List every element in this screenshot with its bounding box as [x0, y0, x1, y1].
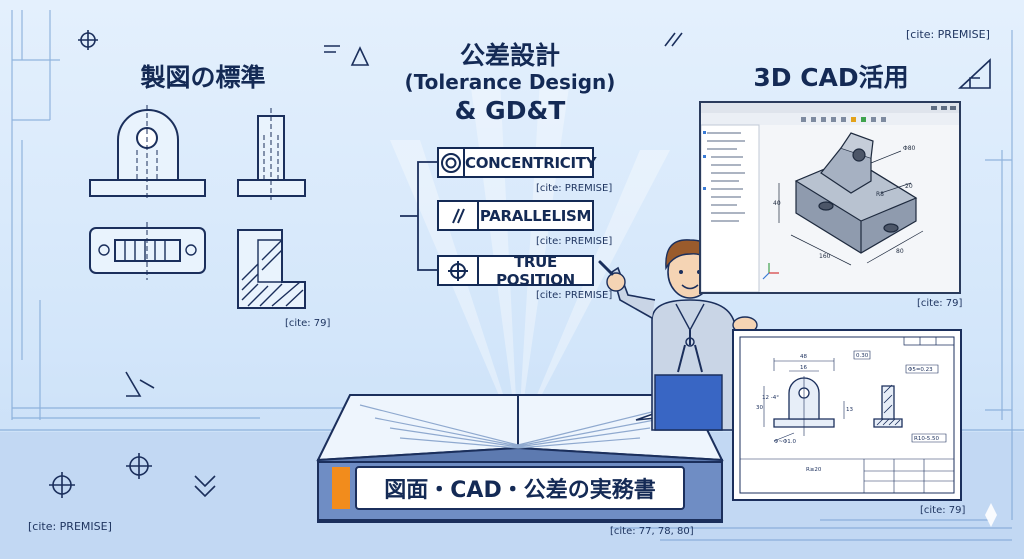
drawing-tol-2: Φ5=0.23	[908, 367, 933, 373]
cad-dim-6: 20	[905, 183, 913, 190]
gdt-row-concentricity: CONCENTRICITY	[437, 147, 597, 178]
cad-model-view: Φ80 40 R8 160 80 20	[700, 103, 959, 293]
drawing-tol-3: R10-5.50	[914, 436, 940, 442]
gdt-label: TRUE POSITION	[496, 252, 575, 289]
cad-dim-3: R8	[876, 191, 884, 198]
drawing-dim-angle: 12 -4°	[762, 395, 779, 401]
cite-drafting: [cite: 79]	[285, 318, 331, 329]
cite-true-position: [cite: PREMISE]	[536, 290, 613, 301]
gdt-row-true-position: TRUE POSITION	[437, 252, 594, 289]
gdt-heading: & GD&T	[454, 96, 566, 125]
drawing-dim-radius: R≥20	[806, 467, 822, 473]
cite-cad: [cite: 79]	[917, 298, 963, 309]
cite-bottom-left: [cite: PREMISE]	[28, 520, 112, 533]
drafting-standards-heading: 製図の標準	[140, 63, 266, 92]
tolerance-heading-jp: 公差設計	[459, 41, 560, 70]
drawing-content: 48 16 30 13 12 -4° Φ~Φ1.0 R≥20 0.30 Φ5=0…	[739, 336, 955, 494]
cad-dim-5: 80	[896, 248, 904, 255]
drawing-dim-diameter: Φ~Φ1.0	[774, 439, 797, 445]
true-position-icon	[439, 257, 479, 284]
cite-drawing: [cite: 79]	[920, 505, 966, 516]
drawing-dim-h2: 13	[846, 407, 853, 413]
cite-concentricity: [cite: PREMISE]	[536, 183, 613, 194]
cite-book: [cite: 77, 78, 80]	[610, 526, 694, 537]
cad-dim-1: Φ80	[903, 145, 916, 152]
drawing-sheet: 48 16 30 13 12 -4° Φ~Φ1.0 R≥20 0.30 Φ5=0…	[732, 329, 962, 501]
cad-heading: 3D CAD活用	[753, 63, 909, 92]
cad-dim-4: 160	[819, 253, 831, 260]
drawing-dim-w2: 16	[800, 365, 807, 371]
drawing-dim-h1: 30	[756, 405, 763, 411]
book-spine-accent	[332, 467, 350, 509]
book-title: 図面・CAD・公差の実務書	[355, 466, 685, 510]
gdt-row-parallelism: PARALLELISM	[437, 200, 594, 231]
cad-window: Φ80 40 R8 160 80 20	[699, 101, 961, 294]
concentricity-icon	[439, 149, 465, 176]
engineer-character	[598, 239, 758, 431]
drawing-dim-w1: 48	[800, 354, 807, 360]
drawing-tol-1: 0.30	[856, 353, 869, 359]
gdt-label: PARALLELISM	[479, 206, 592, 225]
parallelism-icon	[439, 202, 479, 229]
cite-parallelism: [cite: PREMISE]	[536, 236, 613, 247]
tolerance-heading-en: (Tolerance Design)	[404, 70, 616, 94]
cite-top-right: [cite: PREMISE]	[906, 28, 990, 41]
gdt-label: CONCENTRICITY	[465, 153, 597, 172]
cad-dim-2: 40	[773, 200, 781, 207]
